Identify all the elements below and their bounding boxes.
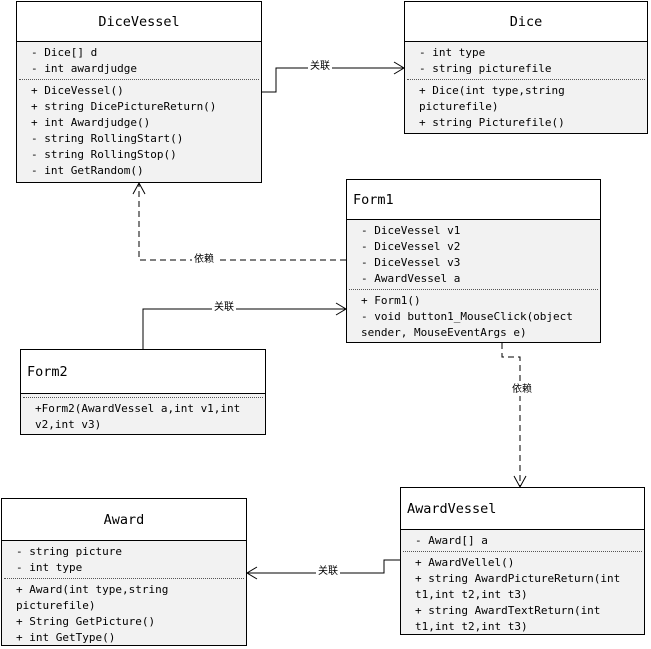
class-dice-header: Dice bbox=[405, 2, 647, 42]
divider bbox=[407, 79, 645, 80]
attribute: - DiceVessel v1 bbox=[361, 224, 461, 237]
divider bbox=[19, 79, 259, 80]
attribute: - string picture bbox=[16, 545, 122, 558]
arrowhead-award bbox=[246, 566, 258, 580]
method: - void button1_MouseClick(object bbox=[361, 310, 573, 323]
method: + string AwardPictureReturn(int bbox=[415, 572, 621, 585]
method: - string RollingStop() bbox=[31, 148, 177, 161]
method: + int Awardjudge() bbox=[31, 116, 151, 129]
class-name: Form1 bbox=[353, 191, 394, 208]
edge-label-form1-dicevessel: 依赖 bbox=[192, 254, 216, 266]
method: + AwardVellel() bbox=[415, 556, 515, 569]
attribute: - Dice[] d bbox=[31, 46, 98, 59]
divider bbox=[403, 551, 642, 552]
attribute: - DiceVessel v3 bbox=[361, 256, 461, 269]
class-form1[interactable]: Form1 - DiceVessel v1 - DiceVessel v2 - … bbox=[346, 179, 601, 343]
class-dicevessel-header: DiceVessel bbox=[17, 2, 261, 42]
attribute: - string picturefile bbox=[419, 62, 552, 75]
attribute: - Award[] a bbox=[415, 534, 488, 547]
method: + string Picturefile() bbox=[419, 116, 565, 129]
edge-form1-dicevessel bbox=[138, 183, 346, 261]
method-continuation: t1,int t2,int t3) bbox=[415, 620, 528, 633]
method: +Form2(AwardVessel a,int v1,int bbox=[35, 402, 241, 415]
method: + String GetPicture() bbox=[16, 615, 156, 628]
class-dicevessel[interactable]: DiceVessel - Dice[] d - int awardjudge +… bbox=[16, 1, 262, 183]
method: + int GetType() bbox=[16, 631, 116, 644]
class-awardvessel[interactable]: AwardVessel - Award[] a + AwardVellel() … bbox=[400, 487, 645, 635]
edge-label-dicevessel-dice: 关联 bbox=[308, 61, 332, 73]
edge-form2-form1 bbox=[142, 308, 346, 349]
edge-label-form1-awardvessel: 依赖 bbox=[510, 384, 534, 396]
method: - int GetRandom() bbox=[31, 164, 144, 177]
attribute: - int awardjudge bbox=[31, 62, 137, 75]
class-form1-header: Form1 bbox=[347, 180, 600, 220]
class-dice[interactable]: Dice - int type - string picturefile + D… bbox=[404, 1, 648, 134]
class-name: DiceVessel bbox=[98, 13, 180, 30]
method-list: +Form2(AwardVessel a,int v1,int v2,int v… bbox=[21, 398, 265, 435]
attribute-list: - Award[] a bbox=[401, 530, 644, 551]
attribute-list: - Dice[] d - int awardjudge bbox=[17, 42, 261, 79]
class-name: Dice bbox=[509, 13, 543, 30]
method-continuation: picturefile) bbox=[16, 599, 96, 612]
divider bbox=[23, 397, 263, 398]
divider bbox=[349, 289, 598, 290]
class-name: Award bbox=[103, 511, 145, 528]
attribute: - int type bbox=[419, 46, 486, 59]
method: + Form1() bbox=[361, 294, 421, 307]
class-awardvessel-header: AwardVessel bbox=[401, 488, 644, 530]
method: + Dice(int type,string bbox=[419, 84, 565, 97]
class-award-header: Award bbox=[2, 499, 246, 541]
method: + string AwardTextReturn(int bbox=[415, 604, 601, 617]
class-name: AwardVessel bbox=[407, 500, 497, 517]
class-name: Form2 bbox=[27, 363, 68, 380]
method-list: + Form1() - void button1_MouseClick(obje… bbox=[347, 290, 600, 343]
method: + string DicePictureReturn() bbox=[31, 100, 217, 113]
method-list: + AwardVellel() + string AwardPictureRet… bbox=[401, 552, 644, 637]
class-form2[interactable]: Form2 +Form2(AwardVessel a,int v1,int v2… bbox=[20, 349, 266, 435]
attribute: - AwardVessel a bbox=[361, 272, 461, 285]
edge-label-awardvessel-award: 关联 bbox=[316, 566, 340, 578]
method-list: + DiceVessel() + string DicePictureRetur… bbox=[17, 80, 261, 181]
attribute: - int type bbox=[16, 561, 83, 574]
edge-awardvessel-award bbox=[247, 559, 400, 574]
edge-form1-awardvessel bbox=[501, 343, 521, 487]
method: + Award(int type,string bbox=[16, 583, 169, 596]
method-continuation: picturefile) bbox=[419, 100, 499, 113]
attribute-list: - int type - string picturefile bbox=[405, 42, 647, 79]
method-continuation: sender, MouseEventArgs e) bbox=[361, 326, 527, 339]
edge-label-form2-form1: 关联 bbox=[212, 302, 236, 314]
method: + DiceVessel() bbox=[31, 84, 124, 97]
method-list: + Dice(int type,string picturefile) + st… bbox=[405, 80, 647, 133]
method-continuation: t1,int t2,int t3) bbox=[415, 588, 528, 601]
method: - string RollingStart() bbox=[31, 132, 184, 145]
class-award[interactable]: Award - string picture - int type + Awar… bbox=[1, 498, 247, 646]
class-form2-header: Form2 bbox=[21, 350, 265, 394]
attribute-list: - string picture - int type bbox=[2, 541, 246, 578]
arrowhead-dicevessel bbox=[132, 181, 146, 195]
method-list: + Award(int type,string picturefile) + S… bbox=[2, 579, 246, 648]
divider bbox=[4, 578, 244, 579]
attribute-list: - DiceVessel v1 - DiceVessel v2 - DiceVe… bbox=[347, 220, 600, 289]
attribute: - DiceVessel v2 bbox=[361, 240, 461, 253]
edge-dicevessel-dice bbox=[262, 67, 404, 93]
method-continuation: v2,int v3) bbox=[35, 418, 102, 431]
